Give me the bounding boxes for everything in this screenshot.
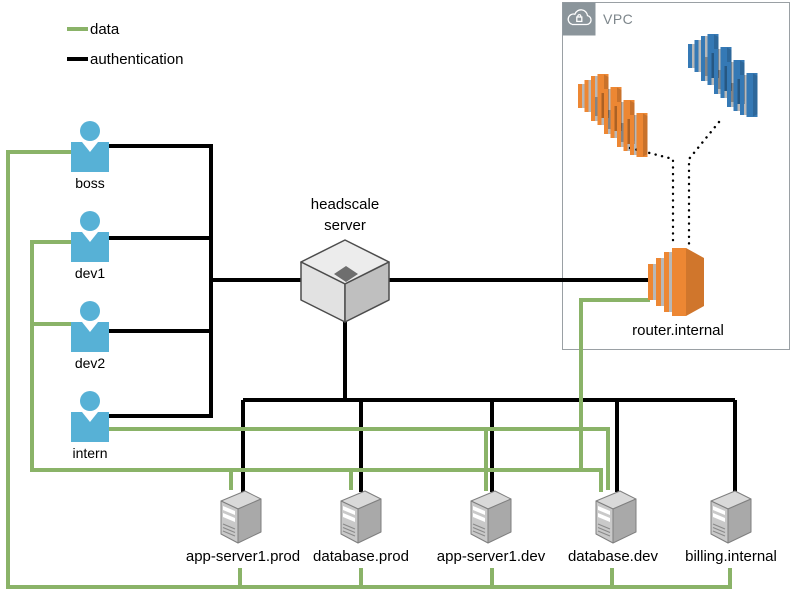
user-label-dev2: dev2 bbox=[74, 355, 106, 371]
router-label: router.internal bbox=[632, 322, 724, 339]
vpc-box bbox=[562, 2, 790, 350]
headscale-server-label-line2: server bbox=[324, 217, 366, 234]
server-label-app-server1-dev: app-server1.dev bbox=[436, 548, 546, 565]
headscale-server-label-line1: headscale bbox=[310, 196, 380, 213]
aws-instance-stack-icon bbox=[578, 74, 648, 157]
aws-instance-stack-icon bbox=[688, 34, 758, 117]
legend-label-authentication: authentication bbox=[90, 51, 184, 68]
server-tower-icon bbox=[470, 490, 512, 544]
server-label-billing-internal: billing.internal bbox=[685, 548, 777, 565]
user-icon bbox=[71, 301, 109, 352]
vpc-title: VPC bbox=[603, 11, 634, 27]
server-tower-icon bbox=[710, 490, 752, 544]
server-label-database-dev: database.dev bbox=[567, 548, 659, 565]
user-icon bbox=[71, 391, 109, 442]
cloud-lock-icon bbox=[567, 9, 592, 26]
server-label-database-prod: database.prod bbox=[313, 548, 409, 565]
user-icon bbox=[71, 211, 109, 262]
user-label-intern: intern bbox=[72, 445, 108, 461]
authentication-lines bbox=[67, 57, 737, 492]
server-tower-icon bbox=[220, 490, 262, 544]
server-tower-icon bbox=[340, 490, 382, 544]
dotted-tunnel-lines bbox=[628, 120, 721, 247]
user-label-boss: boss bbox=[75, 175, 105, 191]
data-lines bbox=[6, 27, 732, 589]
cube-3d-icon bbox=[300, 239, 390, 323]
aws-router-icon bbox=[648, 248, 704, 316]
user-label-dev1: dev1 bbox=[74, 265, 106, 281]
legend-label-data: data bbox=[90, 21, 120, 38]
server-label-app-server1-prod: app-server1.prod bbox=[185, 548, 301, 565]
user-icon bbox=[71, 121, 109, 172]
server-tower-icon bbox=[595, 490, 637, 544]
headscale-server-label: headscale server bbox=[285, 194, 405, 236]
